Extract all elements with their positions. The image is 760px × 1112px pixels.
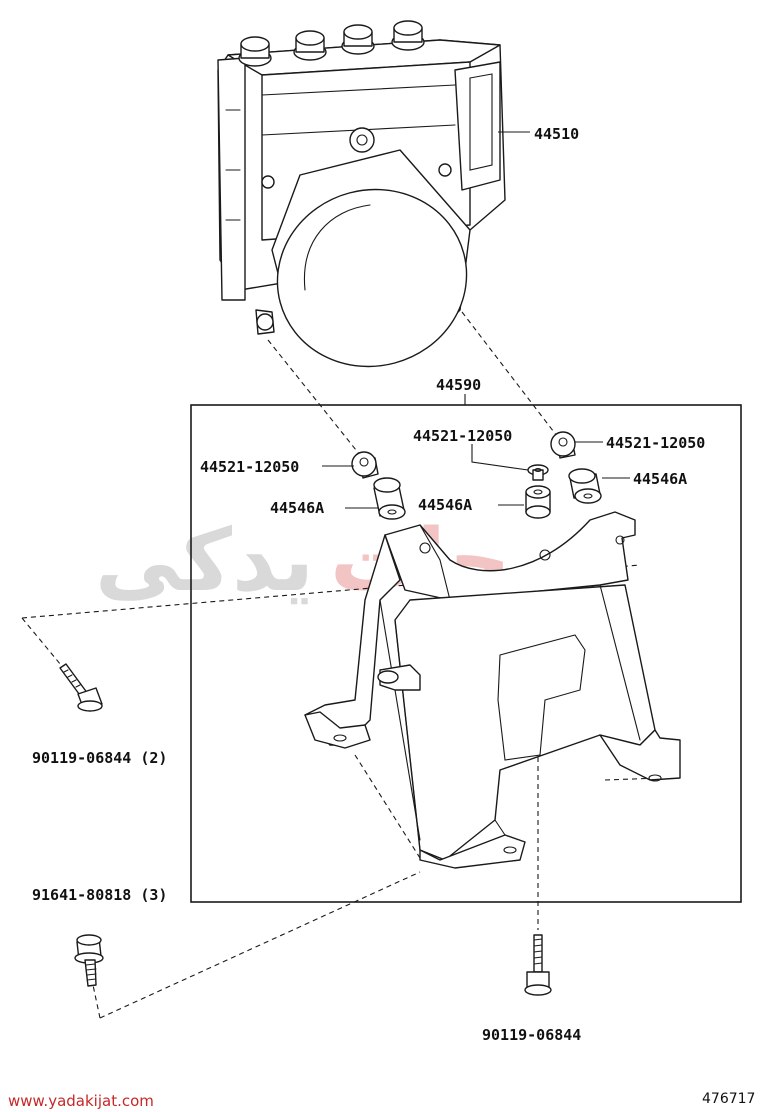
label-bolt-left-lower: 91641-80818 (3) bbox=[32, 886, 167, 904]
grommet-left-drawing bbox=[351, 451, 379, 479]
labels: 44510 44590 44521-12050 44521-12050 4452… bbox=[32, 125, 705, 1044]
label-grommet-center: 44521-12050 bbox=[413, 427, 512, 445]
grommet-right-drawing bbox=[550, 431, 576, 459]
grommet-center-drawing bbox=[527, 464, 549, 481]
label-grommet-left: 44521-12050 bbox=[200, 458, 299, 476]
watermark-url[interactable]: www.yadakijat.com bbox=[8, 1092, 154, 1110]
label-44510: 44510 bbox=[534, 125, 579, 143]
label-bolt-left-upper: 90119-06844 (2) bbox=[32, 749, 167, 767]
label-cushion-right: 44546A bbox=[633, 470, 687, 488]
watermark-gray-text: یدکی bbox=[95, 511, 314, 611]
label-bolt-bottom: 90119-06844 bbox=[482, 1026, 581, 1044]
bracket-assy-frame bbox=[190, 404, 742, 903]
label-cushion-left: 44546A bbox=[270, 499, 324, 517]
bolt-left-upper-drawing bbox=[59, 663, 103, 712]
label-grommet-right: 44521-12050 bbox=[606, 434, 705, 452]
abs-actuator-drawing bbox=[217, 20, 506, 368]
bolt-left-lower-drawing bbox=[74, 934, 104, 987]
cushion-left-drawing bbox=[373, 477, 406, 520]
leader-lines bbox=[322, 131, 630, 509]
label-cushion-center: 44546A bbox=[418, 496, 472, 514]
bracket-drawing bbox=[304, 511, 681, 869]
cushion-center-drawing bbox=[525, 485, 551, 519]
label-44590: 44590 bbox=[436, 376, 481, 394]
bolt-bottom-drawing bbox=[524, 934, 552, 996]
cushion-right-drawing bbox=[568, 468, 602, 504]
diagram-ref-number: 476717 bbox=[702, 1091, 755, 1107]
